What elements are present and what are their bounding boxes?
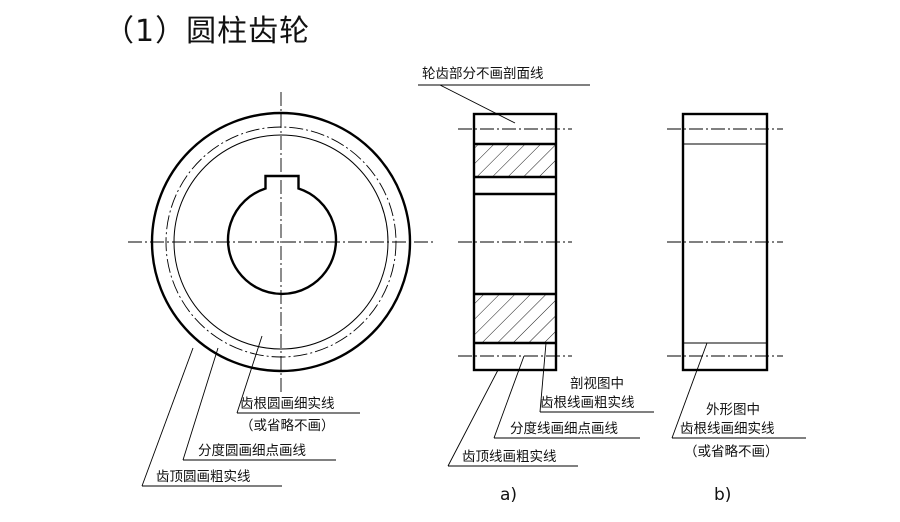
leader-lines — [141, 84, 806, 487]
label-pitch-circle: 分度圆画细点画线 — [198, 443, 306, 459]
label-root-circle-thin: 齿根圆画细实线 — [240, 396, 335, 412]
label-tip-circle: 齿顶圆画粗实线 — [156, 469, 251, 485]
section-view-a — [458, 112, 572, 372]
section-hatch-bottom — [474, 294, 556, 343]
label-root-line-thick: 齿根线画粗实线 — [540, 395, 635, 411]
bore-with-keyway — [226, 174, 338, 296]
outer-view-b — [667, 112, 783, 372]
label-root-line-thin: 齿根线画细实线 — [680, 421, 775, 437]
label-tip-line: 齿顶线画粗实线 — [462, 449, 557, 465]
label-root-line-omit: （或省略不画） — [684, 444, 779, 460]
page-title: （1）圆柱齿轮 — [104, 14, 311, 49]
label-root-circle-omit: （或省略不画） — [240, 418, 335, 434]
caption-a: a) — [500, 485, 517, 505]
caption-b: b) — [714, 485, 731, 505]
label-outer-view: 外形图中 — [706, 402, 760, 418]
label-pitch-line: 分度线画细点画线 — [510, 421, 618, 437]
label-section-view: 剖视图中 — [570, 376, 624, 392]
label-gear-no-hatch: 轮齿部分不画剖面线 — [422, 66, 544, 82]
section-hatch-top — [474, 144, 556, 177]
front-view — [128, 92, 434, 392]
